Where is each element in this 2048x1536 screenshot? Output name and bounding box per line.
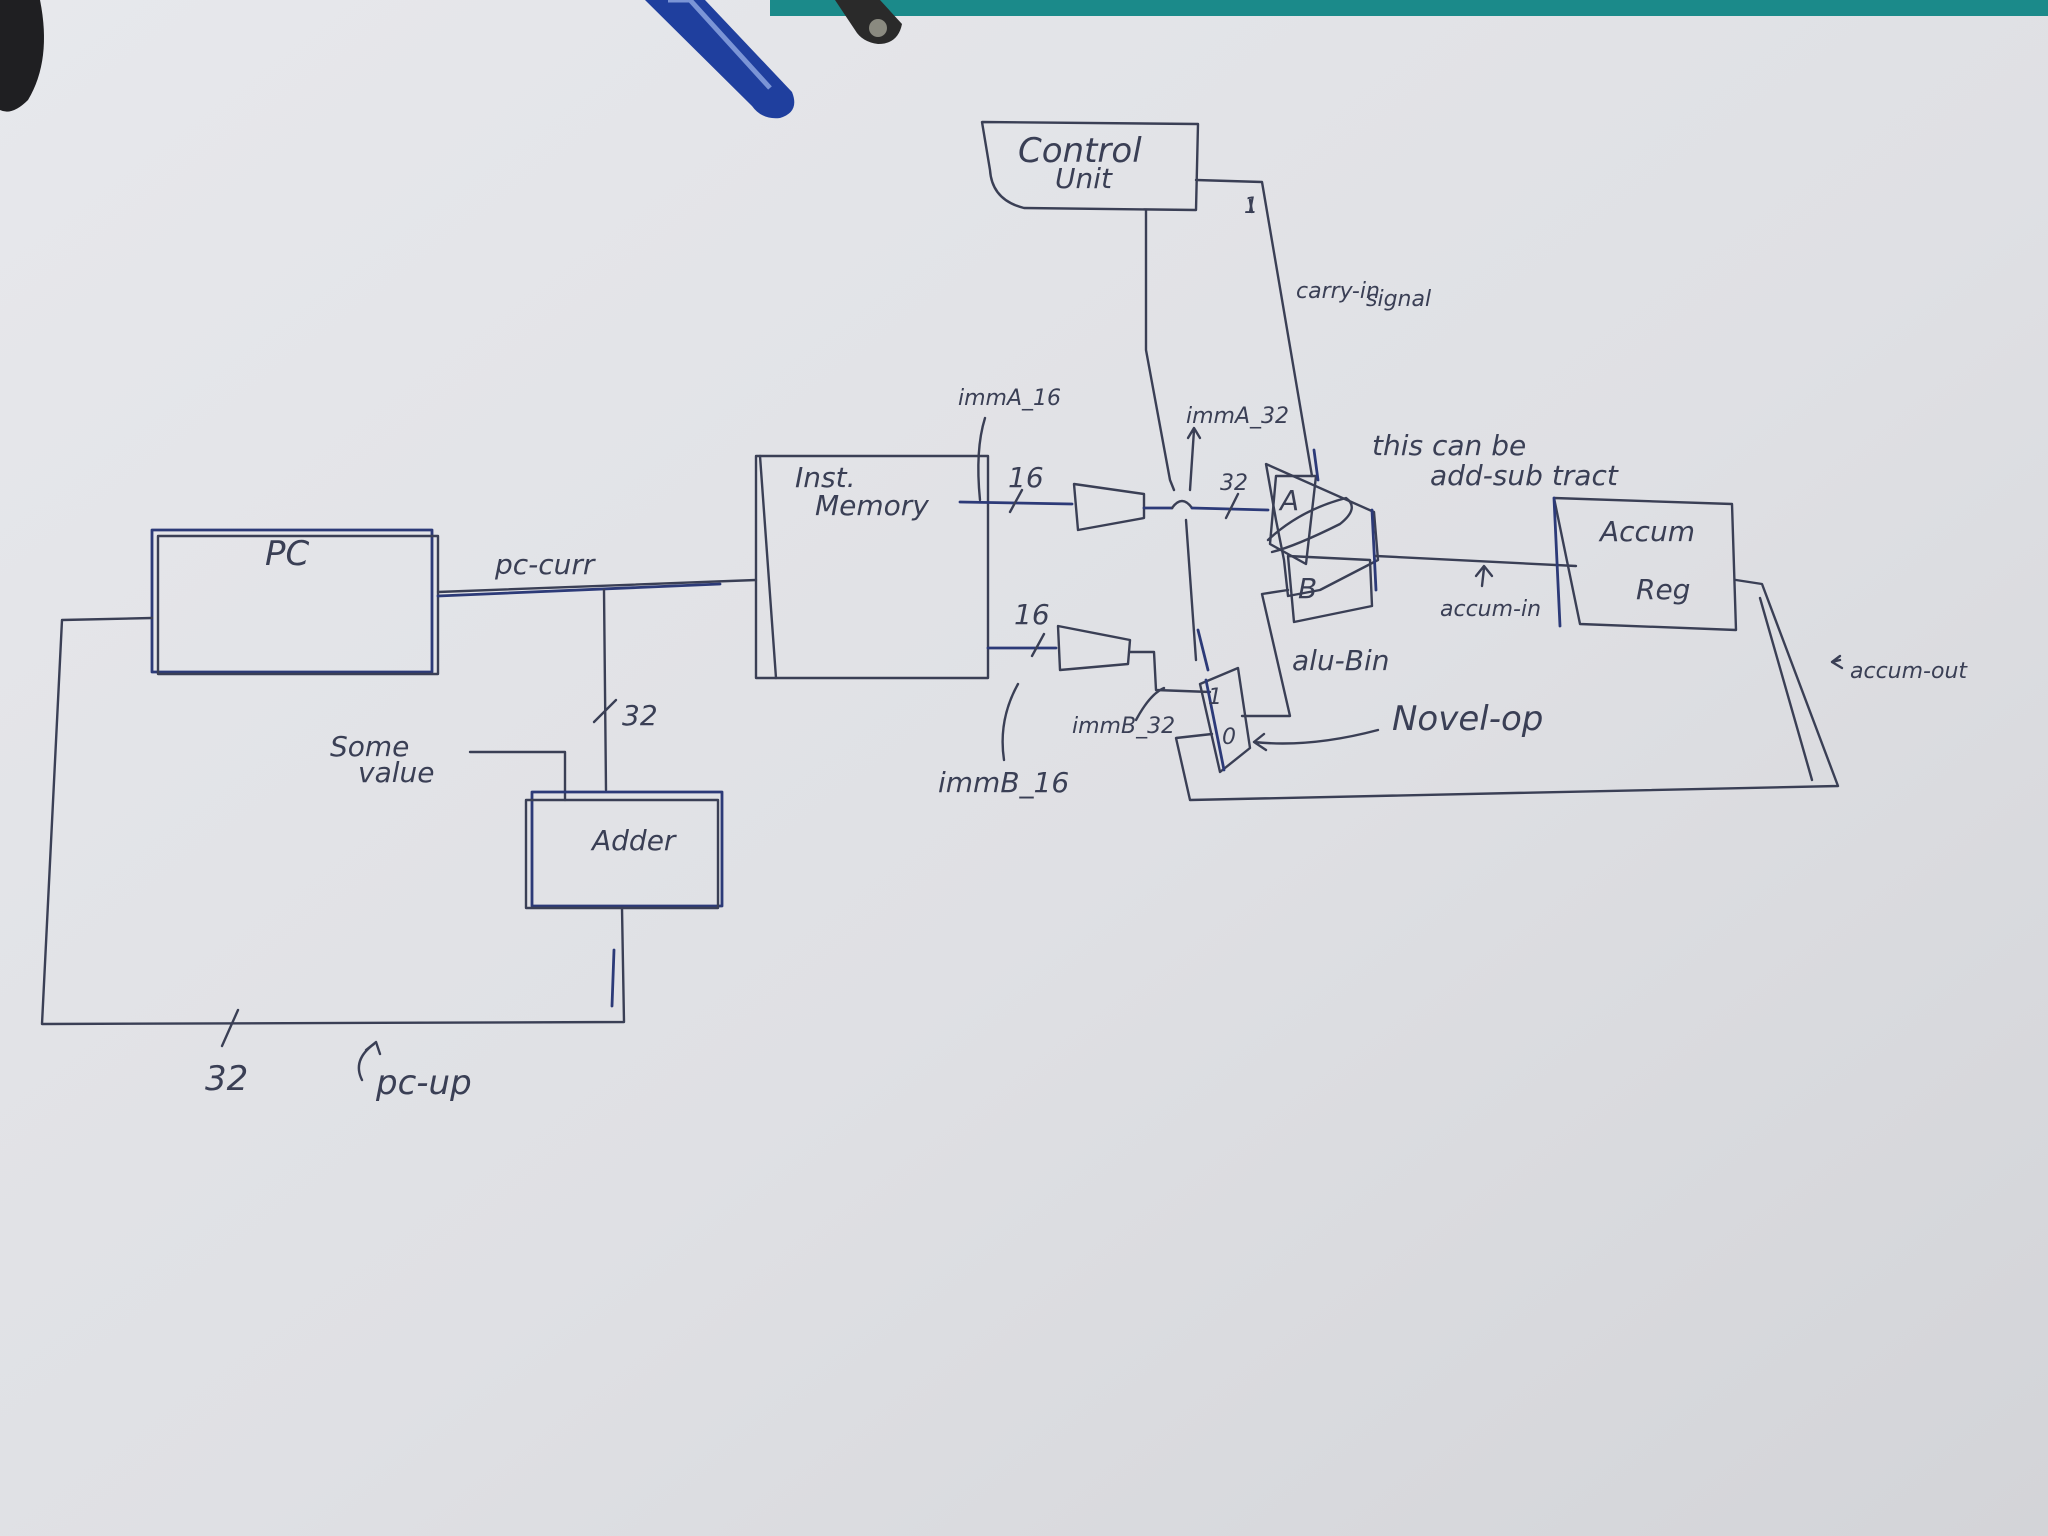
alu-note-2: add-sub tract [1430,459,1619,492]
pc-up-wire-2 [612,950,614,1006]
mux-in0-label: 0 [1222,725,1236,750]
cu-width-label: 1 [1244,194,1258,219]
novel-op-label: Novel-op [1392,699,1543,739]
pc-up-label: pc-up [375,1063,472,1103]
accum-out-label: accum-out [1850,659,1968,684]
alu-port-b: B [1298,572,1317,605]
width16-b-label: 16 [1014,598,1050,631]
pc-label: PC [265,534,310,574]
accum-in-label: accum-in [1440,597,1541,622]
carry-in-label-2: signal [1366,287,1431,312]
accum-reg-label-1: Accum [1598,515,1695,548]
alu-note-1: this can be [1372,429,1526,462]
pc-curr-label: pc-curr [494,548,596,581]
inst-memory-label-2: Memory [815,489,929,522]
mux-in1-label: 1 [1208,685,1222,710]
alu-port-a: A [1278,484,1299,517]
immB32-label: immB_32 [1072,714,1175,739]
width32-alu-label: 32 [1220,471,1248,496]
bus-width-bottom: 32 [205,1059,248,1099]
width16-a-label: 16 [1008,461,1044,494]
control-unit-label-2: Unit [1055,162,1113,195]
accum-reg-label-2: Reg [1636,573,1690,606]
alu-bin-label: alu-Bin [1292,644,1390,677]
immB16-label: immB_16 [938,766,1069,799]
immA32-label: immA_32 [1186,404,1289,429]
table-edge [770,0,2048,16]
bus-width-adder: 32 [622,699,658,732]
immA16-label: immA_16 [958,386,1061,411]
some-value-label-2: value [358,756,434,789]
adder-label: Adder [590,824,677,857]
